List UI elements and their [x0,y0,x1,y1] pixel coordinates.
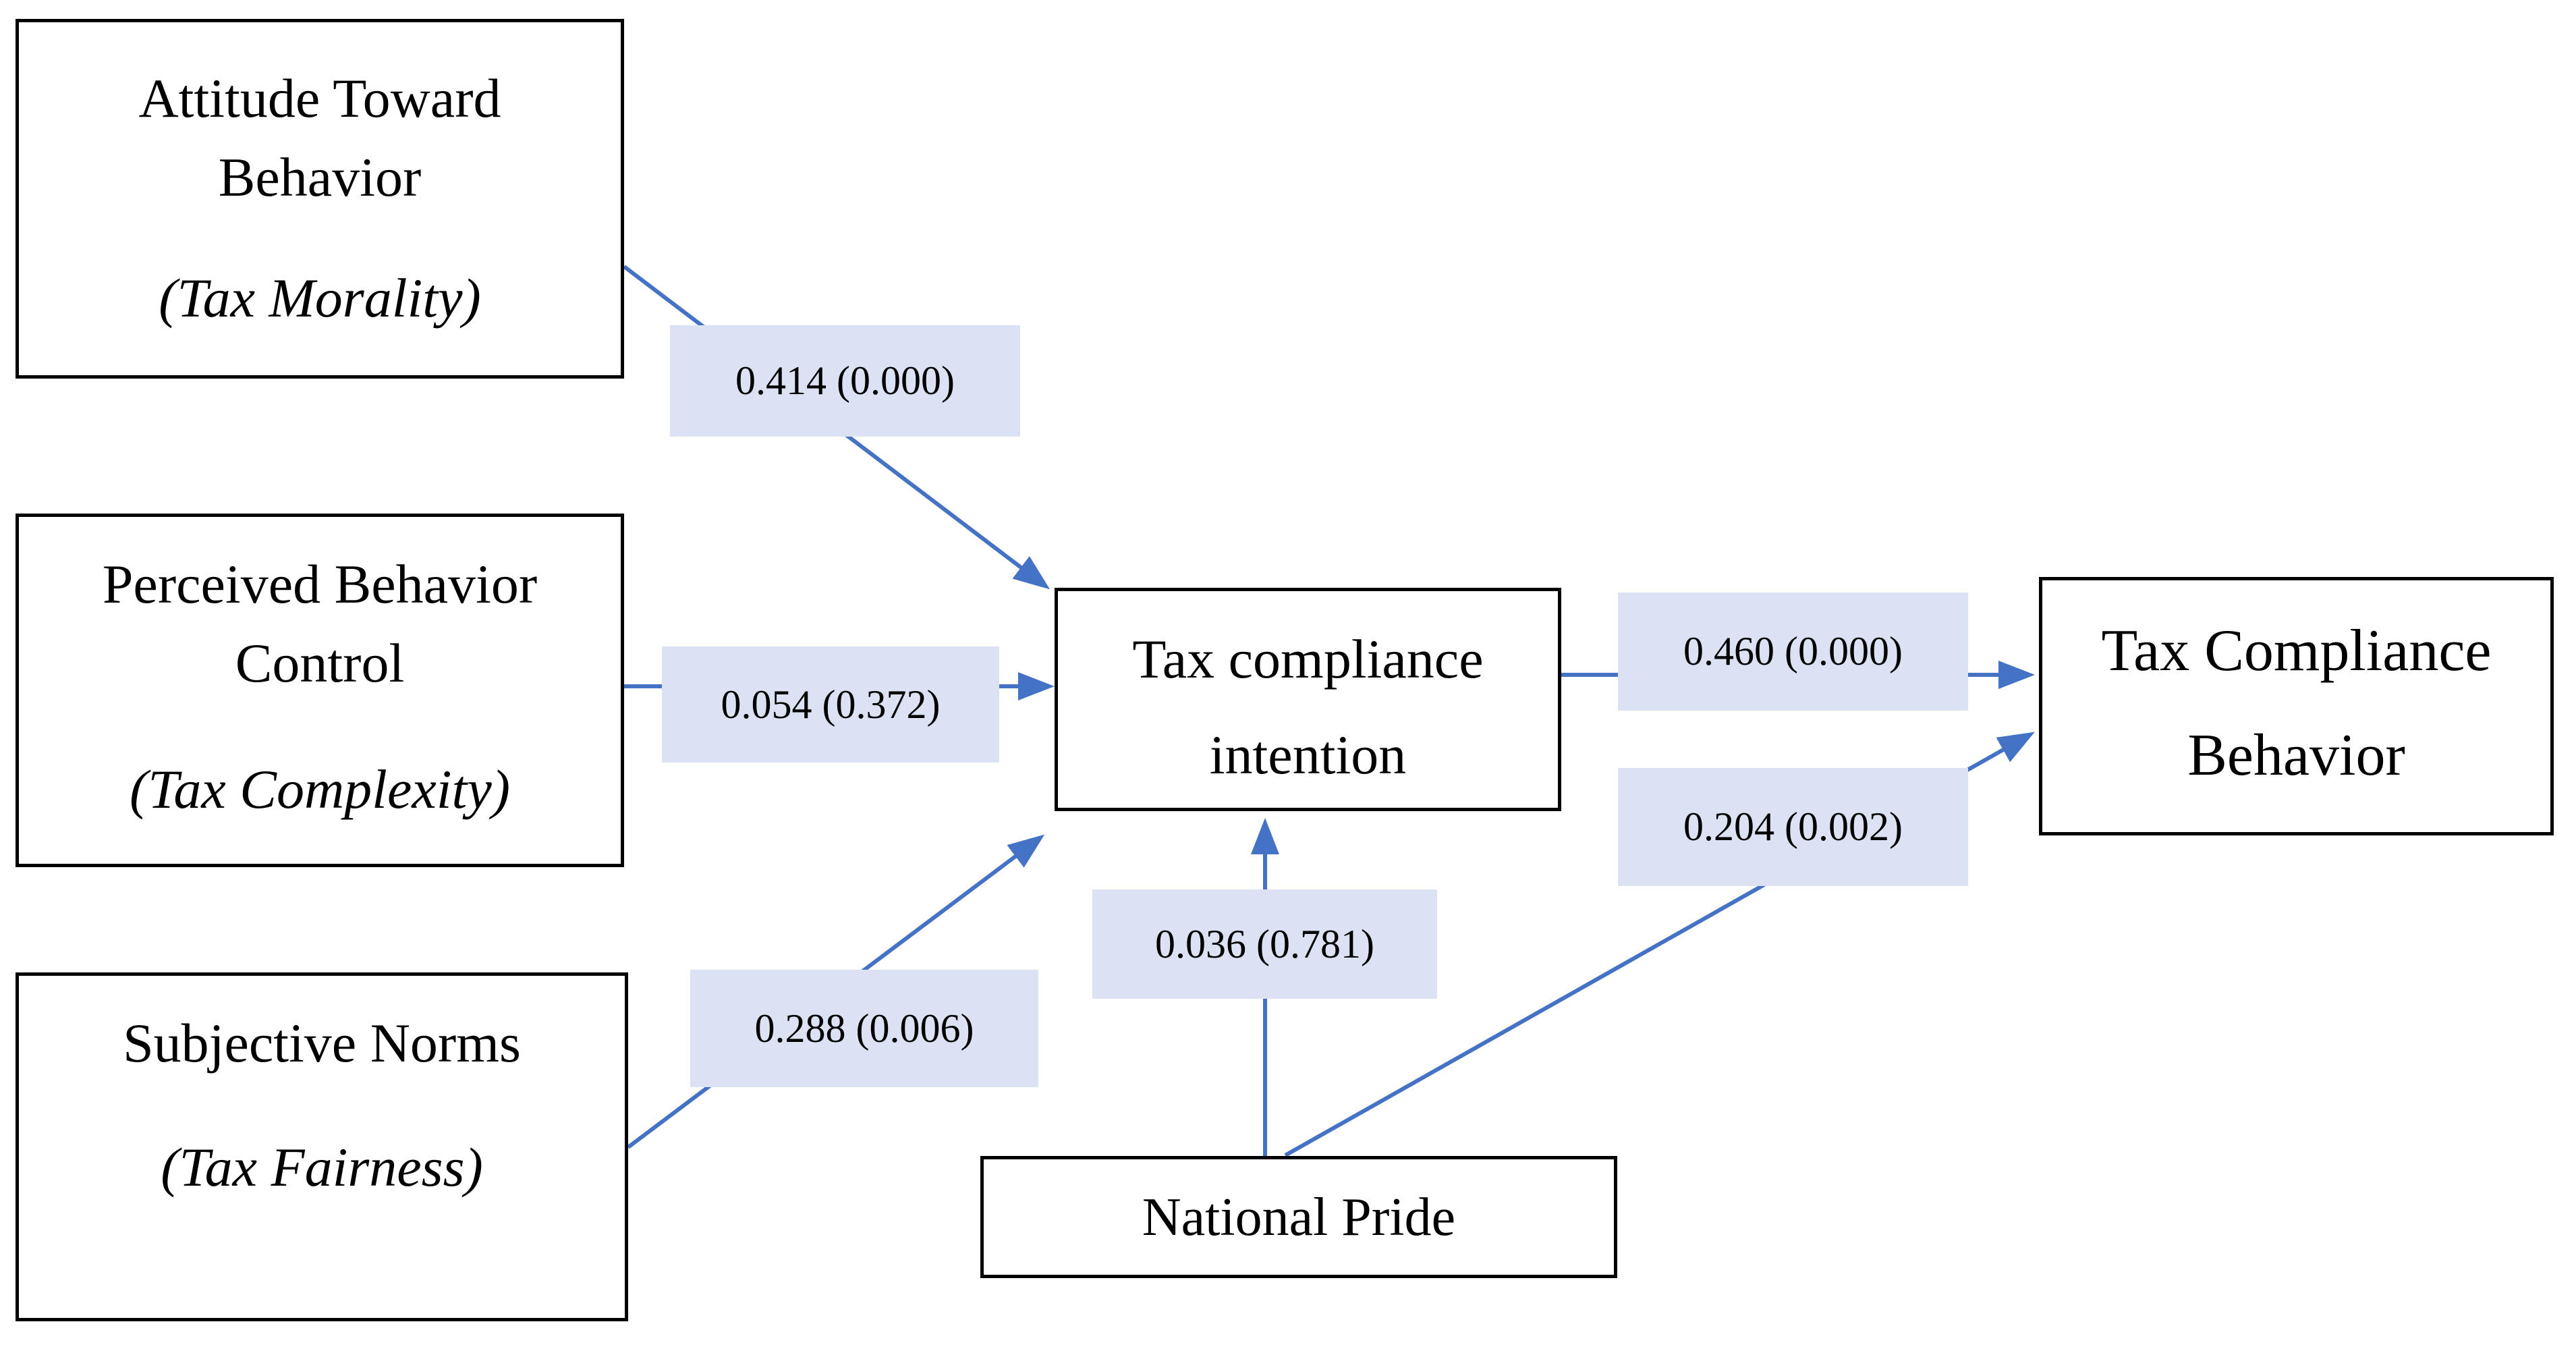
box-title-line: Control [235,632,405,694]
coef-pride-to-intention: 0.036 (0.781) [1092,889,1437,999]
box-title-line: Tax Compliance [2101,618,2492,684]
coef-text: 0.414 (0.000) [735,358,955,403]
coef-attitude-to-intention: 0.414 (0.000) [670,325,1020,437]
coef-text: 0.054 (0.372) [721,682,941,727]
box-title-line: Behavior [218,146,422,208]
box-attitude-toward-behavior: Attitude Toward Behavior (Tax Morality) [16,19,624,379]
coef-perceived-to-intention: 0.054 (0.372) [662,646,999,763]
box-title-line: Attitude Toward [138,67,501,129]
box-title-line: National Pride [1142,1187,1456,1247]
box-subtitle: (Tax Complexity) [129,759,511,820]
box-subtitle: (Tax Fairness) [161,1136,483,1198]
coef-pride-to-behavior: 0.204 (0.002) [1618,768,1968,886]
box-subtitle: (Tax Morality) [159,267,481,329]
box-subjective-norms: Subjective Norms (Tax Fairness) [16,972,628,1321]
coef-intention-to-behavior: 0.460 (0.000) [1618,592,1968,711]
box-title-line: intention [1209,724,1407,785]
box-perceived-behavior-control: Perceived Behavior Control (Tax Complexi… [16,514,624,867]
coef-text: 0.288 (0.006) [754,1005,974,1051]
coef-subjective-to-intention: 0.288 (0.006) [690,970,1038,1087]
coef-text: 0.204 (0.002) [1683,804,1903,849]
coef-text: 0.036 (0.781) [1155,921,1374,966]
box-national-pride: National Pride [980,1156,1617,1278]
box-title-line: Tax compliance [1132,628,1484,690]
box-title-line: Perceived Behavior [102,553,538,615]
box-title-line: Behavior [2187,723,2405,788]
box-tax-compliance-behavior: Tax Compliance Behavior [2039,577,2554,835]
box-title-line: Subjective Norms [123,1012,521,1074]
box-tax-compliance-intention: Tax compliance intention [1055,588,1561,811]
coef-text: 0.460 (0.000) [1683,629,1903,673]
